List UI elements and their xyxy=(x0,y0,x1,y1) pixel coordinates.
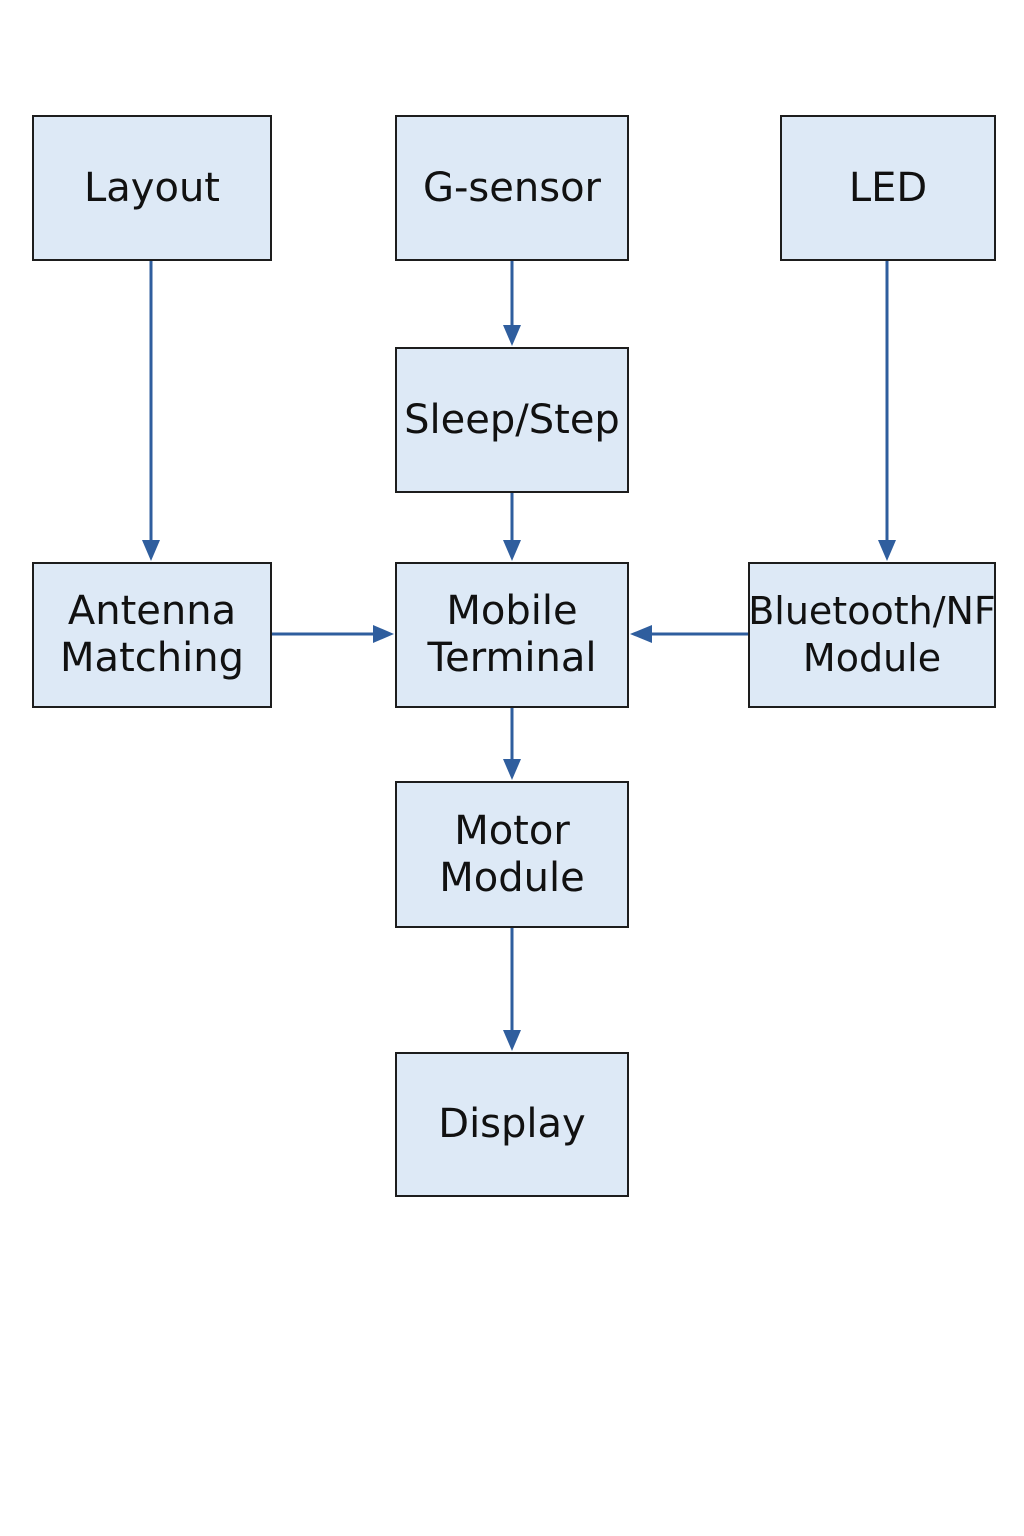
mobile-terminal-block: Mobile Terminal xyxy=(395,562,629,708)
bluetooth-module-label-line-2: Module xyxy=(802,636,942,680)
motor-module-label-line-1: Motor xyxy=(454,807,570,854)
g-sensor-label: G-sensor xyxy=(423,164,601,211)
motor-module-label-line-2: Module xyxy=(439,854,585,901)
connector-motor-module-to-display xyxy=(503,928,521,1051)
led-block: LED xyxy=(780,115,996,261)
layout-label: Layout xyxy=(84,164,220,211)
antenna-matching-label-line-1: Antenna xyxy=(67,588,237,634)
motor-module-block: Motor Module xyxy=(395,781,629,928)
antenna-matching-label-line-2: Matching xyxy=(60,635,244,681)
connector-antenna-matching-to-mobile-terminal xyxy=(272,625,394,643)
connector-bluetooth-module-to-mobile-terminal xyxy=(630,625,748,643)
connector-sleep-step-to-mobile-terminal xyxy=(503,493,521,561)
bluetooth-module-block: Bluetooth/NF Module xyxy=(748,562,996,708)
bluetooth-module-label-line-1: Bluetooth/NF xyxy=(748,589,996,633)
display-block: Display xyxy=(395,1052,629,1197)
mobile-terminal-label-line-1: Mobile xyxy=(446,588,578,634)
connector-layout-to-antenna-matching xyxy=(142,261,160,561)
display-label: Display xyxy=(438,1101,586,1147)
antenna-matching-block: Antenna Matching xyxy=(32,562,272,708)
sleep-step-label: Sleep/Step xyxy=(404,396,620,443)
g-sensor-block: G-sensor xyxy=(395,115,629,261)
mobile-terminal-label-line-2: Terminal xyxy=(427,635,597,681)
connector-mobile-terminal-to-motor-module xyxy=(503,708,521,780)
connector-led-to-bluetooth-module xyxy=(878,261,896,561)
led-label: LED xyxy=(848,164,928,211)
layout-block: Layout xyxy=(32,115,272,261)
sleep-step-block: Sleep/Step xyxy=(395,347,629,493)
connector-g-sensor-to-sleep-step xyxy=(503,261,521,346)
